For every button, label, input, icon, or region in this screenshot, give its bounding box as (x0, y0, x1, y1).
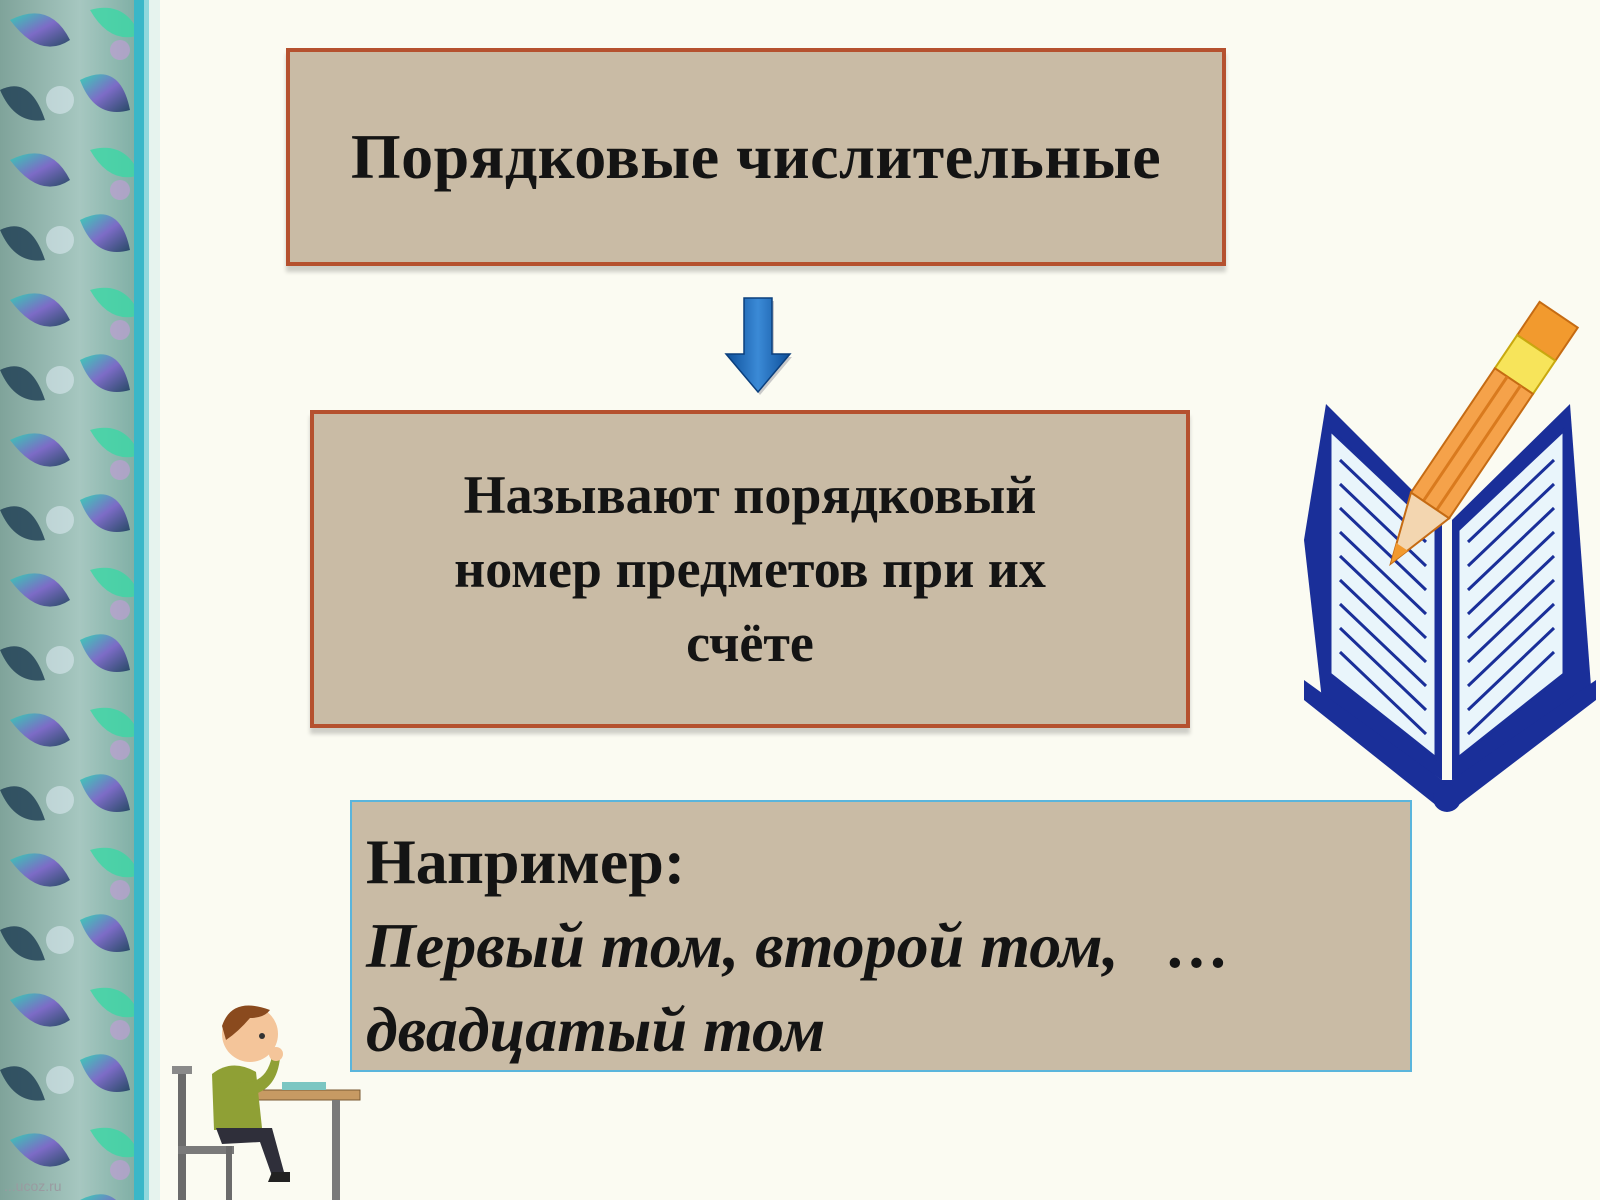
example-line: Первый том, второй том, … (366, 910, 1231, 981)
open-book-with-pencil-icon (1304, 300, 1596, 812)
definition-text: Называют порядковый номер предметов при … (370, 458, 1130, 680)
definition-line: Называют порядковый (463, 465, 1037, 525)
definition-box: Называют порядковый номер предметов при … (310, 410, 1190, 728)
title-box: Порядковые числительные (286, 48, 1226, 266)
watermark: ...ucoz.ru (4, 1178, 62, 1194)
example-heading: Например: (366, 826, 686, 897)
down-arrow-icon (724, 297, 792, 395)
boy-at-desk-illustration (172, 1005, 361, 1200)
title-text: Порядковые числительные (350, 121, 1162, 192)
example-box: Например: Первый том, второй том, … двад… (350, 800, 1412, 1072)
definition-line: счёте (686, 613, 814, 673)
example-line: двадцатый том (366, 994, 826, 1065)
example-text: Первый том, второй том, … двадцатый том (366, 904, 1406, 1072)
definition-line: номер предметов при их (454, 539, 1046, 599)
decorative-left-border (0, 0, 160, 1200)
